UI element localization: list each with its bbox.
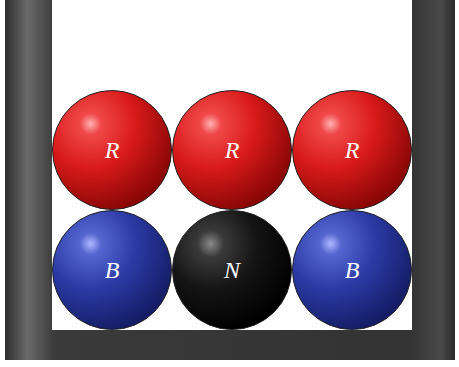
ball [53,91,172,210]
ball [53,211,172,330]
ball-letter: B [345,258,360,282]
blue-ball: B [52,210,172,330]
container-wall [5,0,455,360]
ball [293,91,412,210]
ball [173,91,292,210]
ball-letter: R [105,138,120,162]
black-ball: N [172,210,292,330]
red-ball: R [172,90,292,210]
ball [173,211,292,330]
red-ball: R [292,90,412,210]
ball [293,211,412,330]
container-inside [52,0,412,330]
ball-letter: B [105,258,120,282]
ball-letter: N [224,258,240,282]
blue-ball: B [292,210,412,330]
ball-letter: R [225,138,240,162]
ball-letter: R [345,138,360,162]
red-ball: R [52,90,172,210]
